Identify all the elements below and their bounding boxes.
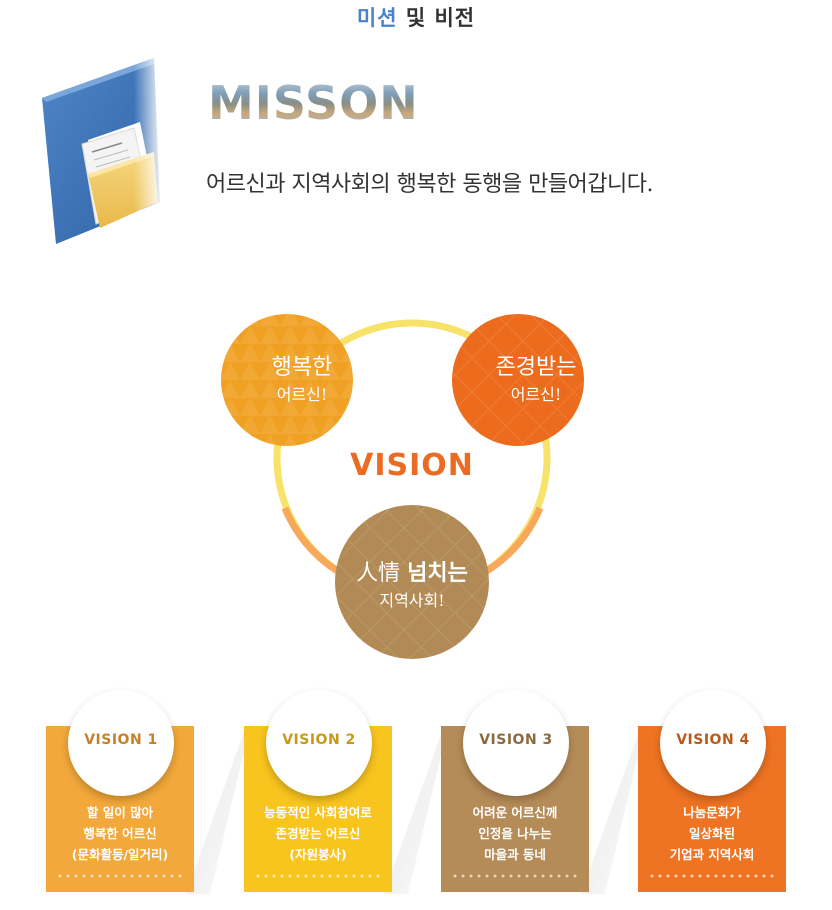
card-line: (자원봉사) — [289, 847, 347, 862]
vision-circle-happy — [221, 314, 353, 446]
circle-line1: 행복한 — [271, 355, 333, 380]
circle-line1: 人情 넘치는 — [330, 559, 494, 589]
dotted-divider — [451, 874, 579, 878]
card-line: 할 일이 많아 — [86, 805, 154, 820]
circle-line1-bold: 넘치는 — [407, 561, 468, 586]
vision-card-4: VISION 4 나눔문화가 일상화된 기업과 지역사회 — [638, 690, 832, 894]
vision-card-2: VISION 2 능동적인 사회참여로 존경받는 어르신 (자원봉사) — [244, 690, 444, 894]
vision-center-label: VISION — [350, 448, 474, 483]
mission-statement: 어르신과 지역사회의 행복한 동행을 만들어갑니다. — [206, 172, 654, 197]
vision-card-badge: VISION 1 — [68, 690, 174, 796]
mission-heading: MISSON — [208, 76, 419, 130]
circle-line1: 존경받는 — [495, 355, 577, 380]
vision-card-title: VISION 3 — [479, 732, 553, 748]
vision-circle-respect — [452, 314, 584, 446]
vision-card-badge: VISION 2 — [266, 690, 372, 796]
vision-card-desc: 어려운 어르신께 인정을 나누는 마을과 동네 — [441, 802, 589, 865]
vision-card-badge: VISION 4 — [660, 690, 766, 796]
card-line: 마을과 동네 — [484, 847, 546, 862]
card-line: (문화활동/일거리) — [71, 847, 169, 862]
folder-document-icon — [38, 52, 160, 246]
vision-circle-happy-label: 행복한 어르신! — [222, 353, 382, 407]
vision-card-desc: 할 일이 많아 행복한 어르신 (문화활동/일거리) — [46, 802, 194, 865]
card-line: 어려운 어르신께 — [472, 805, 558, 820]
vision-card-title: VISION 4 — [676, 732, 750, 748]
vision-circle-community — [335, 505, 489, 659]
vision-card-1: VISION 1 할 일이 많아 행복한 어르신 (문화활동/일거리) — [46, 690, 246, 894]
vision-card-desc: 나눔문화가 일상화된 기업과 지역사회 — [638, 802, 786, 865]
vision-card-3: VISION 3 어려운 어르신께 인정을 나누는 마을과 동네 — [441, 690, 641, 894]
vision-circle-community-label: 人情 넘치는 지역사회! — [330, 559, 494, 613]
page-title-accent: 미션 — [356, 6, 398, 30]
circle-line2: 어르신! — [510, 385, 562, 404]
vision-card-title: VISION 2 — [282, 732, 356, 748]
card-line: 행복한 어르신 — [83, 826, 157, 841]
dotted-divider — [56, 874, 184, 878]
vision-diagram — [221, 314, 584, 659]
card-line: 일상화된 — [688, 826, 735, 841]
card-line: 기업과 지역사회 — [669, 847, 755, 862]
dotted-divider — [254, 874, 382, 878]
circle-line1-light: 人情 — [356, 561, 408, 586]
vision-card-desc: 능동적인 사회참여로 존경받는 어르신 (자원봉사) — [244, 802, 392, 865]
page-title: 미션 및 비전 — [0, 2, 832, 32]
dotted-divider — [648, 874, 776, 878]
card-line: 나눔문화가 — [683, 805, 741, 820]
circle-line2: 어르신! — [276, 385, 328, 404]
vision-card-title: VISION 1 — [84, 732, 158, 748]
page-title-rest: 및 비전 — [397, 6, 476, 30]
vision-card-badge: VISION 3 — [463, 690, 569, 796]
card-line: 존경받는 어르신 — [275, 826, 361, 841]
card-line: 능동적인 사회참여로 — [264, 805, 372, 820]
vision-circle-respect-label: 존경받는 어르신! — [454, 353, 618, 407]
circle-line2: 지역사회! — [379, 591, 445, 610]
card-line: 인정을 나누는 — [478, 826, 552, 841]
